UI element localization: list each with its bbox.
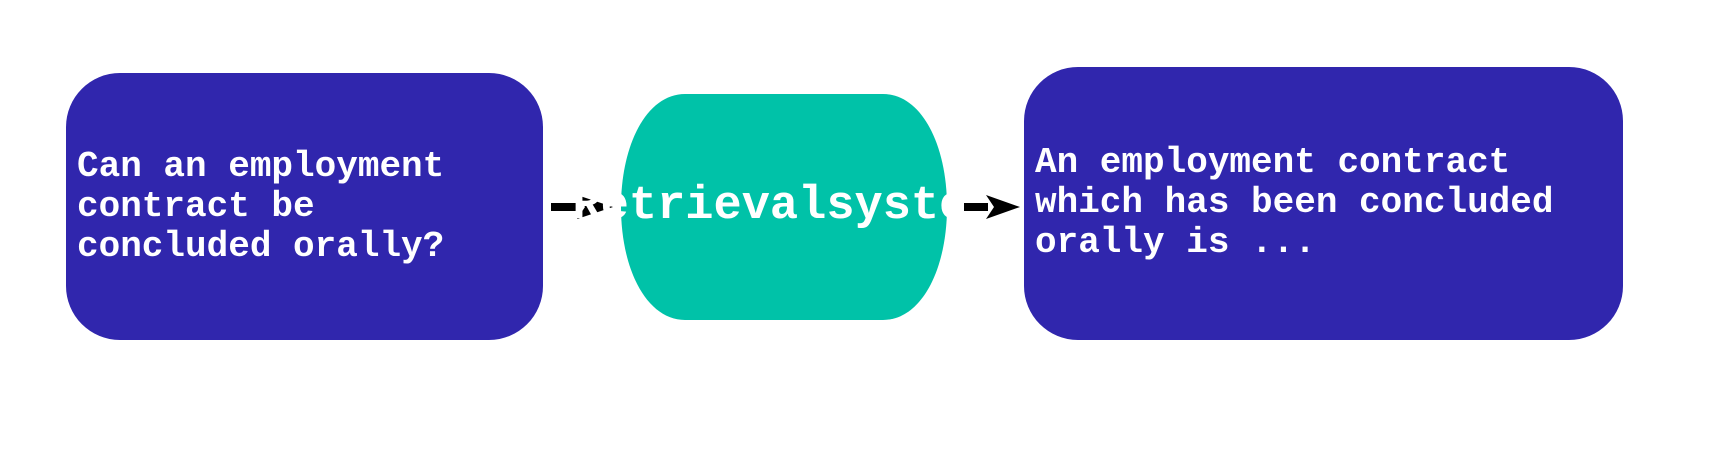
query-text: Can an employment contract be concluded … — [77, 145, 445, 267]
query-line-1: Can an employment — [77, 145, 445, 187]
answer-box: An employment contract which has been co… — [1024, 67, 1623, 340]
query-box: Can an employment contract be concluded … — [66, 73, 543, 340]
answer-text: An employment contract which has been co… — [1035, 143, 1553, 263]
retrieval-system-label: Retrieval system — [572, 94, 995, 320]
answer-line-2: which has been concluded — [1035, 182, 1554, 223]
query-line-3: concluded orally? — [77, 225, 445, 267]
arrow-right-icon — [964, 195, 1020, 219]
retrieval-system-node: Retrieval system — [572, 94, 996, 320]
retrieval-system-shape — [621, 94, 947, 320]
answer-line-3: orally is ... — [1035, 222, 1316, 263]
arrow-right-icon — [551, 195, 613, 219]
query-line-2: contract be — [77, 185, 315, 227]
retrieval-line-1: Retrieval — [572, 180, 827, 233]
answer-line-1: An employment contract — [1035, 142, 1511, 183]
